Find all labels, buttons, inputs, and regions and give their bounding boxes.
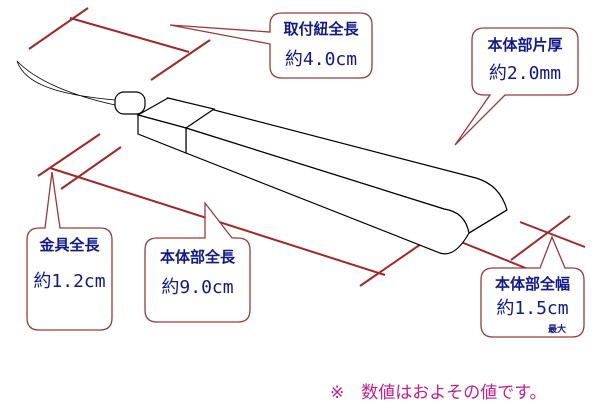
callout-body-thickness: 本体部片厚 約2.0mm [472, 34, 578, 85]
product-outline [16, 60, 508, 255]
callout-body-length: 本体部全長 約9.0cm [145, 246, 250, 299]
callout-body-width: 本体部全幅 約1.5cm 最大 [481, 273, 584, 335]
callout-bubble-cord [169, 12, 373, 79]
callout-bubble-width [480, 235, 585, 338]
callout-fitting-length: 金具全長 約1.2cm [27, 234, 112, 293]
body-width-note: 最大 [547, 325, 566, 335]
cord-dimension-line [69, 17, 190, 53]
callout-bubble-body-length [144, 201, 251, 323]
fitting-length-value: 約1.2cm [33, 271, 106, 292]
approximate-values-footnote: ※ 数値はおよその値です。 [330, 383, 547, 403]
fitting-dimension-tick-start [37, 133, 101, 177]
body-length-tick-end [359, 243, 422, 287]
callout-bubble-thickness [454, 27, 579, 146]
body-end-face [468, 209, 508, 234]
width-dimension-line-lower [460, 241, 529, 270]
body-side-face [185, 127, 470, 255]
fitting-dimension-tick-end [60, 146, 122, 190]
cord-length-value: 約4.0cm [284, 49, 358, 70]
body-width-title: 本体部全幅 [494, 275, 570, 293]
fitting-front [137, 114, 187, 154]
cord-dimension-tick-start [28, 7, 89, 50]
width-dimension-tick [510, 215, 571, 261]
body-width-value: 約1.5cm [496, 298, 569, 319]
fitting-length-title: 金具全長 [39, 236, 100, 254]
callout-bubble-fitting [26, 171, 113, 331]
cord-length-title: 取付紐全長 [283, 20, 359, 38]
body-length-value: 約9.0cm [161, 277, 234, 298]
body-thickness-value: 約2.0mm [488, 63, 562, 84]
cord [16, 60, 116, 106]
width-dimension-line-upper [519, 221, 586, 248]
fitting-cap [114, 91, 146, 115]
cord-dimension-tick-end [150, 39, 211, 81]
callout-cord-length: 取付紐全長 約4.0cm [270, 18, 372, 71]
body-length-title: 本体部全長 [159, 248, 235, 266]
body-thickness-title: 本体部片厚 [487, 36, 563, 54]
